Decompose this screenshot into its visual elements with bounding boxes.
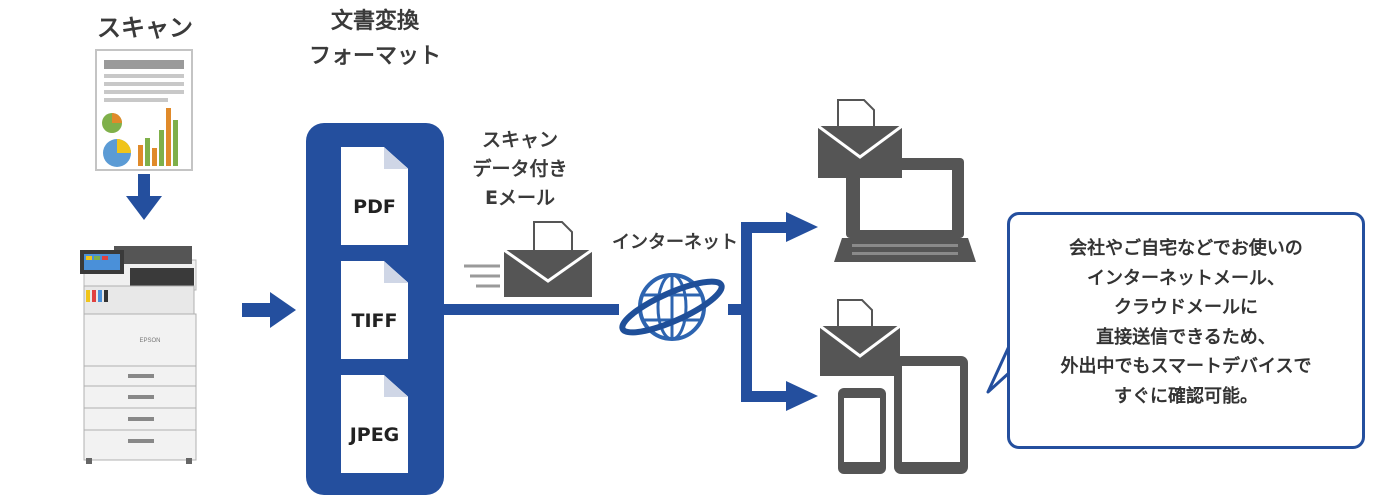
email-label: スキャン データ付き Eメール (440, 126, 600, 213)
laptop-email-icon (817, 99, 903, 178)
callout-text: 会社やご自宅などでお使いの インターネットメール、 クラウドメールに 直接送信で… (1010, 234, 1362, 411)
printer-brand-label: EPSON (139, 338, 160, 344)
arrow-down-icon (126, 174, 162, 220)
format-label-line1: 文書変換 (330, 9, 419, 34)
callout-line: インターネットメール、 (1087, 267, 1285, 289)
tablet-icon (894, 356, 968, 474)
smartphone-icon (838, 388, 886, 474)
mobile-email-icon (819, 299, 901, 376)
callout-line: 直接送信できるため、 (1096, 326, 1276, 348)
scanned-document-icon (95, 49, 193, 171)
email-label-line1: スキャン (481, 129, 558, 151)
globe-icon (619, 273, 725, 341)
format-label-tiff: TIFF (351, 310, 398, 332)
callout-box (1007, 212, 1365, 449)
connector-line (444, 304, 619, 315)
callout-line: クラウドメールに (1114, 297, 1258, 318)
callout-line: 会社やご自宅などでお使いの (1069, 238, 1303, 259)
arrow-right-icon (242, 292, 296, 328)
email-envelope-icon (464, 221, 593, 297)
internet-label: インターネット (612, 232, 738, 253)
format-label: 文書変換 フォーマット (280, 4, 470, 74)
printer-icon: EPSON (80, 246, 197, 464)
callout-line: 外出中でもスマートデバイスで (1060, 356, 1312, 377)
email-label-line2: データ付き (472, 158, 568, 180)
branch-arrows-icon (728, 212, 818, 411)
format-label-pdf: PDF (353, 196, 396, 218)
callout-line: すぐに確認可能。 (1114, 385, 1258, 407)
email-label-line3: Eメール (485, 187, 555, 209)
scan-label: スキャン (97, 14, 193, 42)
format-label-jpeg: JPEG (349, 424, 400, 446)
format-label-line2: フォーマット (308, 44, 441, 69)
